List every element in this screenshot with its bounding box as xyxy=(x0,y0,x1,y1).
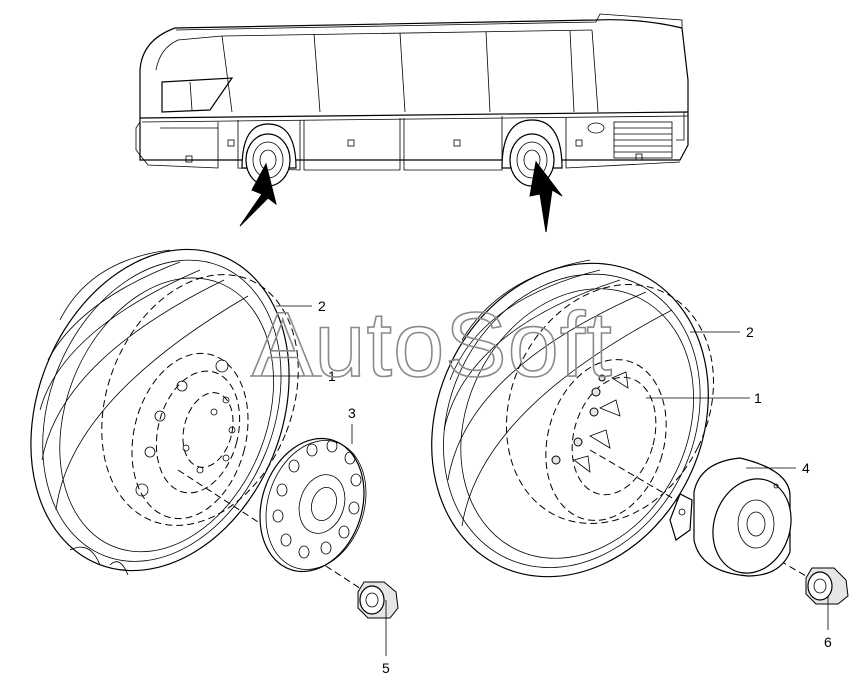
callout-rear-nut: 6 xyxy=(824,634,832,650)
hub-cover xyxy=(259,437,367,573)
front-tire xyxy=(30,248,299,576)
callout-rear-hub: 4 xyxy=(802,460,810,476)
callout-front-nut: 5 xyxy=(382,660,390,676)
rear-rim xyxy=(545,359,667,521)
front-wheel-arrow xyxy=(239,162,277,227)
callout-front-tire: 2 xyxy=(318,298,326,314)
rear-wheel-arrow xyxy=(529,160,563,233)
rear-wheel-nut xyxy=(805,567,849,605)
bus-side-view xyxy=(135,13,689,187)
callout-hub-cover: 3 xyxy=(348,405,356,421)
rear-tire xyxy=(431,259,715,578)
front-wheel-nut xyxy=(357,581,399,619)
front-rim xyxy=(131,352,249,520)
callout-front-rim: 1 xyxy=(328,368,336,384)
watermark-logo: AutoSoft xyxy=(252,294,613,396)
rear-hub-spacer xyxy=(669,457,792,577)
leader-lines xyxy=(250,305,829,656)
callout-rear-tire: 2 xyxy=(746,324,754,340)
callout-rear-rim: 1 xyxy=(754,390,762,406)
